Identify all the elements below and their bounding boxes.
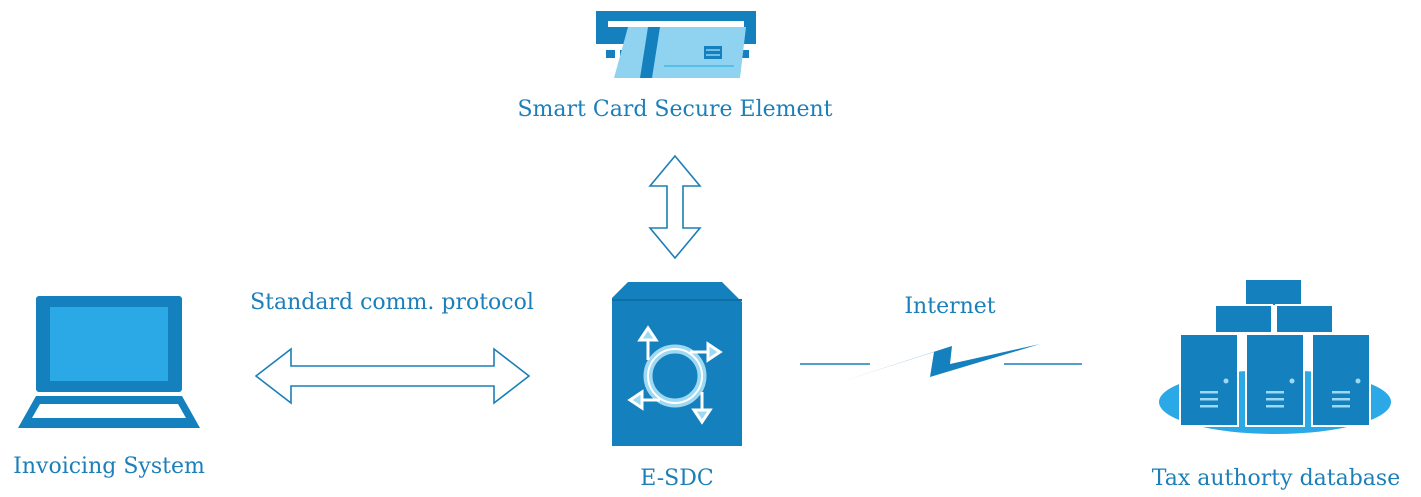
- smart-card-label: Smart Card Secure Element: [517, 97, 833, 122]
- protocol-label: Standard comm. protocol: [250, 290, 534, 315]
- esdc-label: E-SDC: [640, 466, 714, 491]
- vertical-double-arrow: [648, 154, 702, 260]
- laptop-icon: [18, 296, 200, 428]
- internet-label: Internet: [904, 294, 996, 319]
- lightning-link-icon: [800, 344, 1082, 382]
- server-cluster-icon: [1159, 278, 1391, 434]
- esdc-device-icon: [612, 282, 742, 446]
- tax-database-label: Tax authorty database: [1151, 466, 1401, 491]
- invoicing-system-label: Invoicing System: [13, 454, 205, 479]
- smart-card-reader-icon: [596, 11, 756, 78]
- horizontal-double-arrow: [254, 347, 531, 405]
